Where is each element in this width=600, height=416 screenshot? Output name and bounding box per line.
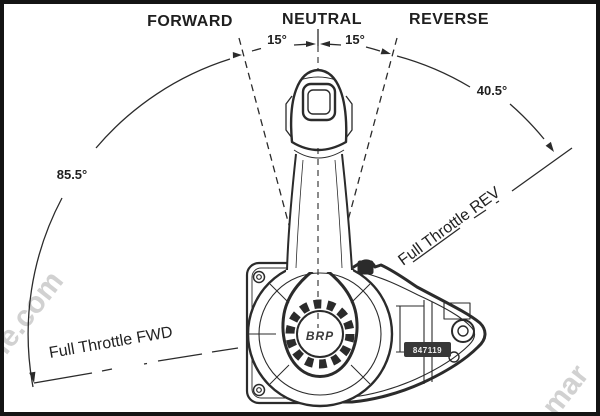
shaft-collar-lower — [293, 149, 345, 159]
arc-rev-upper — [396, 55, 471, 88]
arrow-fwd-end — [29, 371, 36, 383]
arrow-rev-end — [545, 141, 554, 152]
fwd-limit-line-solid — [33, 372, 93, 384]
knob-top-curve — [299, 76, 337, 81]
hub-gear-inner — [296, 310, 344, 358]
arc-right-dash-b — [365, 46, 381, 52]
arc-fwd-lower — [27, 197, 63, 388]
knob-facet-right — [345, 95, 353, 139]
arrow-left-tick — [232, 52, 242, 59]
plate-screw-bottom-center — [256, 387, 262, 393]
rev-limit-dashes — [412, 200, 500, 263]
housing-boss-outer — [451, 319, 475, 343]
housing-detail-rect — [443, 302, 471, 320]
hub-gear-ring — [285, 299, 355, 369]
housing-boss-inner — [457, 325, 469, 337]
label-reverse: REVERSE — [409, 11, 489, 28]
brand-logo-text: BRP — [306, 329, 334, 343]
hub-teardrop — [281, 263, 359, 378]
dimension-arrowheads — [29, 41, 554, 383]
arc-rev-lower — [509, 103, 545, 140]
housing-top-screw — [357, 260, 374, 275]
fwd-limit-dashes — [101, 347, 239, 372]
hub-spokes — [249, 283, 371, 385]
control-unit — [245, 68, 487, 408]
part-number-text: 847119 — [413, 346, 442, 355]
annotation-full-throttle-rev: Full Throttle REV — [395, 184, 504, 269]
arrow-center-left — [306, 41, 316, 47]
shaft-inner-lines — [295, 159, 343, 269]
label-forward: FORWARD — [147, 13, 233, 30]
angle-reverse-detent: 15° — [345, 32, 365, 47]
shaft-right-edge — [341, 153, 353, 271]
shaft-left-edge — [286, 153, 297, 271]
rev-limit-line-solid — [511, 147, 573, 192]
angle-forward-travel: 85.5° — [57, 167, 88, 182]
angle-forward-detent: 15° — [267, 32, 287, 47]
arc-fwd-upper — [95, 58, 231, 149]
plate-screw-bottom — [252, 383, 266, 397]
label-neutral: NEUTRAL — [282, 11, 362, 28]
watermark-bottom-right: mar — [536, 358, 596, 416]
knob-button-outer — [301, 82, 337, 122]
part-number-badge — [404, 342, 451, 357]
plate-screw-top-center — [256, 274, 262, 280]
angle-reverse-travel: 40.5° — [477, 83, 508, 98]
plate-screw-top — [252, 270, 266, 284]
arc-left-dash-a — [251, 47, 262, 52]
housing-inner-line — [351, 271, 476, 398]
housing-outline — [334, 259, 487, 404]
arrow-center-right — [320, 41, 330, 47]
arc-left-dash-b — [293, 43, 307, 46]
annotation-full-throttle-fwd: Full Throttle FWD — [48, 324, 174, 362]
knob-facet-left — [285, 95, 293, 139]
knob-button-inner — [307, 89, 331, 115]
arrow-right-tick — [380, 48, 391, 55]
arc-right-dash-a — [329, 43, 342, 46]
fwd-detent-radial — [238, 37, 310, 301]
